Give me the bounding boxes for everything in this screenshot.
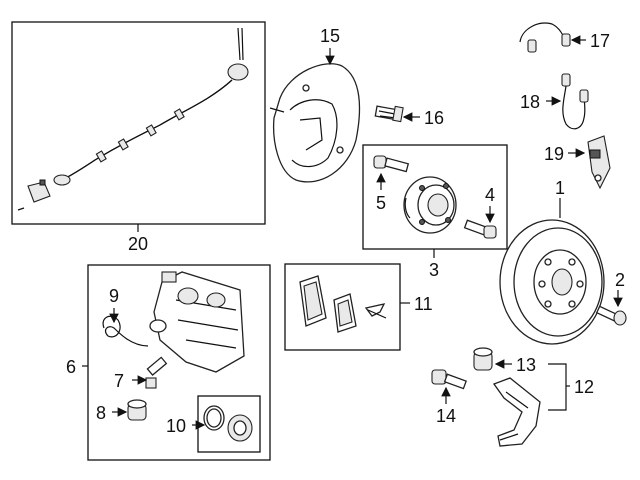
valve-cap	[127, 399, 147, 421]
caliper-bracket	[492, 377, 541, 447]
caliper-assembly-box	[87, 264, 271, 461]
callout-17: 17	[590, 31, 610, 51]
callout-16: 16	[424, 108, 444, 128]
callout-20: 20	[128, 234, 148, 254]
hub-bolt-5	[373, 155, 410, 173]
sensor-harness-box	[11, 21, 266, 225]
brake-dust-shield	[269, 63, 361, 183]
rotor-screw	[595, 305, 627, 326]
hub-assembly-box	[362, 144, 508, 250]
callout-1: 1	[555, 178, 565, 198]
bleeder-valve	[145, 356, 168, 389]
shield-bolt	[374, 105, 404, 123]
leader-12-bracket	[548, 363, 567, 411]
piston-seal-kit	[203, 405, 253, 442]
callout-9: 9	[109, 286, 119, 306]
callout-6: 6	[66, 357, 76, 377]
callout-3: 3	[429, 260, 439, 280]
callout-12: 12	[574, 377, 594, 397]
callout-5: 5	[376, 193, 386, 213]
brake-pads	[299, 275, 387, 333]
callout-4: 4	[485, 185, 495, 205]
hub-bolt-4	[463, 219, 497, 239]
caliper-spring	[102, 315, 149, 347]
callout-19: 19	[544, 144, 564, 164]
callout-15: 15	[320, 26, 340, 46]
abs-sensor-harness	[17, 27, 249, 211]
callout-7: 7	[114, 371, 124, 391]
wheel-speed-sensor	[587, 135, 611, 190]
bracket-bushing	[473, 347, 493, 371]
sensor-cable-17	[519, 22, 571, 53]
brake-rotor	[499, 219, 605, 345]
callout-10: 10	[166, 416, 186, 436]
sensor-cable-18	[561, 73, 589, 130]
brake-pads-box	[284, 263, 401, 351]
callout-8: 8	[96, 403, 106, 423]
callout-14: 14	[436, 406, 456, 426]
callout-13: 13	[516, 355, 536, 375]
bracket-bolt	[431, 369, 467, 390]
callout-2: 2	[615, 270, 625, 290]
wheel-hub-bearing	[403, 176, 457, 234]
callout-11: 11	[414, 294, 433, 314]
callout-18: 18	[520, 92, 540, 112]
brake-caliper	[149, 271, 245, 373]
